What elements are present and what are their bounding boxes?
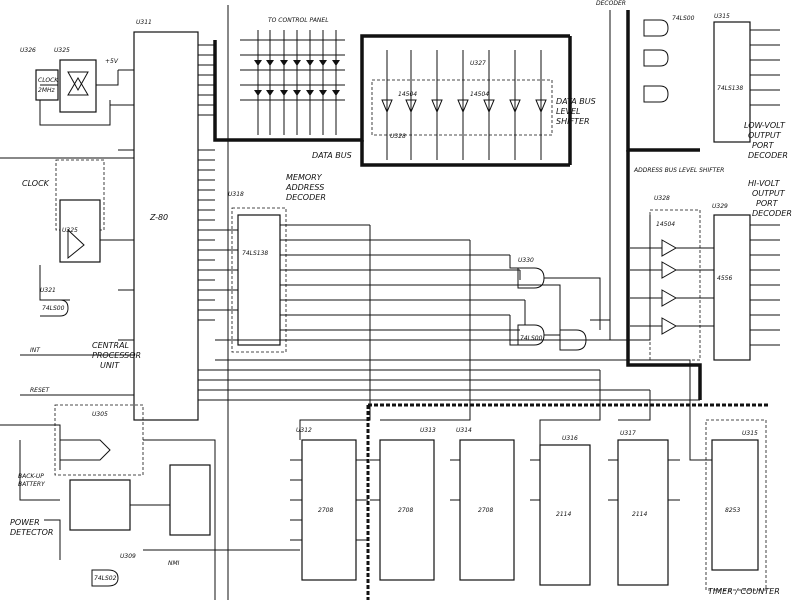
u312-type: 2708 <box>318 507 333 514</box>
u313-type: 2708 <box>398 507 413 514</box>
battery-line2: BATTERY <box>18 481 46 488</box>
u309-type: 74LS02 <box>94 575 117 582</box>
timer-type: 8253 <box>725 507 740 514</box>
u330-ref: U330 <box>518 257 534 264</box>
clock-box-label: CLOCK <box>38 77 59 84</box>
power-detector-section: U305 POWER DETECTOR BACK-UP BATTERY U309… <box>0 404 300 600</box>
cpu-label-line2: PROCESSOR <box>92 351 141 360</box>
dbls-line3: SHIFTER <box>556 117 590 126</box>
hvd-line4: DECODER <box>752 209 792 218</box>
u313-ref: U313 <box>420 427 436 434</box>
u315-ref: U315 <box>714 13 730 20</box>
control-panel-diodes: TO CONTROL PANEL <box>240 17 345 135</box>
u317-type: 2114 <box>632 511 647 518</box>
u327-ref: U327 <box>470 60 486 67</box>
int-label: INT <box>30 347 41 354</box>
clock-freq: 2MHz <box>38 87 56 94</box>
interconnect-wires <box>215 5 712 600</box>
mad-line1: MEMORY <box>286 173 323 182</box>
nmi-label: NMI <box>168 560 180 567</box>
u328b-ref: U328 <box>654 195 670 202</box>
hvd-line3: PORT <box>756 199 779 208</box>
u326b-type: 74LS00 <box>672 15 695 22</box>
u329-ref: U329 <box>712 203 728 210</box>
gates-u330: U330 74LS00 <box>517 10 611 351</box>
mad-line3: DECODER <box>286 193 326 202</box>
u329-type: 4556 <box>717 275 732 282</box>
u326-ref: U326 <box>20 47 36 54</box>
u321-ref: U321 <box>40 287 56 294</box>
timer-ref: U315 <box>742 430 758 437</box>
u312-ref: U312 <box>296 427 312 434</box>
u316-ref: U316 <box>562 435 578 442</box>
u317-ref: U317 <box>620 430 636 437</box>
data-bus: DATA BUS <box>213 34 572 167</box>
cpu-chip: U311 Z-80 +5V <box>20 19 700 421</box>
decoder-top-label: DECODER <box>596 0 626 7</box>
u314-type: 2708 <box>478 507 493 514</box>
u325b-ref: U325 <box>62 227 78 234</box>
cpu-label-line1: CENTRAL <box>92 341 129 350</box>
u318-ref: U318 <box>228 191 244 198</box>
data-bus-label: DATA BUS <box>312 151 352 160</box>
dbls-line2: LEVEL <box>556 107 581 116</box>
u321-type: 74LS00 <box>42 305 65 312</box>
pd-line1: POWER <box>10 518 40 527</box>
pd-line2: DETECTOR <box>10 528 53 537</box>
memory-section: U312 2708 U313 2708 U314 2708 U316 2114 … <box>290 403 770 600</box>
timer-label: TIMER / COUNTER <box>708 587 780 596</box>
clock-label: CLOCK <box>22 179 50 188</box>
u309-ref: U309 <box>120 553 136 560</box>
u328b-type: 14504 <box>656 221 675 228</box>
u305-ref: U305 <box>92 411 108 418</box>
u327-type: 14504 <box>398 91 417 98</box>
lvd-line3: PORT <box>752 141 775 150</box>
timer-counter: U315 8253 TIMER / COUNTER <box>705 419 780 596</box>
cpu-type: Z-80 <box>149 213 168 222</box>
battery-line1: BACK-UP <box>18 473 44 480</box>
memory-address-decoder: U318 74LS138 MEMORY ADDRESS DECODER <box>215 173 540 353</box>
u328-ref: U328 <box>390 133 406 140</box>
u314-ref: U314 <box>456 427 472 434</box>
u315-type: 74LS138 <box>717 85 743 92</box>
hi-volt-decoder: ADDRESS BUS LEVEL SHIFTER U328 14504 U32… <box>626 150 792 400</box>
dbls-line1: DATA BUS <box>556 97 596 106</box>
cpu-label-line3: UNIT <box>100 361 120 370</box>
hvd-line1: HI-VOLT <box>748 179 781 188</box>
abls-label: ADDRESS BUS LEVEL SHIFTER <box>633 167 724 174</box>
data-bus-level-shifter: U327 14504 14504 U328 DATA BUS LEVEL SHI… <box>371 50 596 160</box>
lvd-line2: OUTPUT <box>748 131 782 140</box>
u316-type: 2114 <box>556 511 571 518</box>
cpu-label: CENTRAL PROCESSOR UNIT <box>92 341 141 370</box>
low-volt-decoder: DECODER U315 74LS138 74LS00 LOW-VOLT OUT… <box>596 0 788 160</box>
u328-type: 14504 <box>470 91 489 98</box>
reset-label: RESET <box>30 387 51 394</box>
clock-section: CLOCK 2MHz U326 U325 CLOCK U325 U321 74L… <box>0 47 134 317</box>
mad-line2: ADDRESS <box>285 183 324 192</box>
lvd-line1: LOW-VOLT <box>744 121 786 130</box>
u325-ref: U325 <box>54 47 70 54</box>
to-control-panel-label: TO CONTROL PANEL <box>268 17 329 24</box>
u318-type: 74LS138 <box>242 250 268 257</box>
cpu-ref: U311 <box>136 19 152 26</box>
lvd-line4: DECODER <box>748 151 788 160</box>
u330-type: 74LS00 <box>520 335 543 342</box>
hvd-line2: OUTPUT <box>752 189 786 198</box>
cpu-vplus: +5V <box>105 58 119 65</box>
